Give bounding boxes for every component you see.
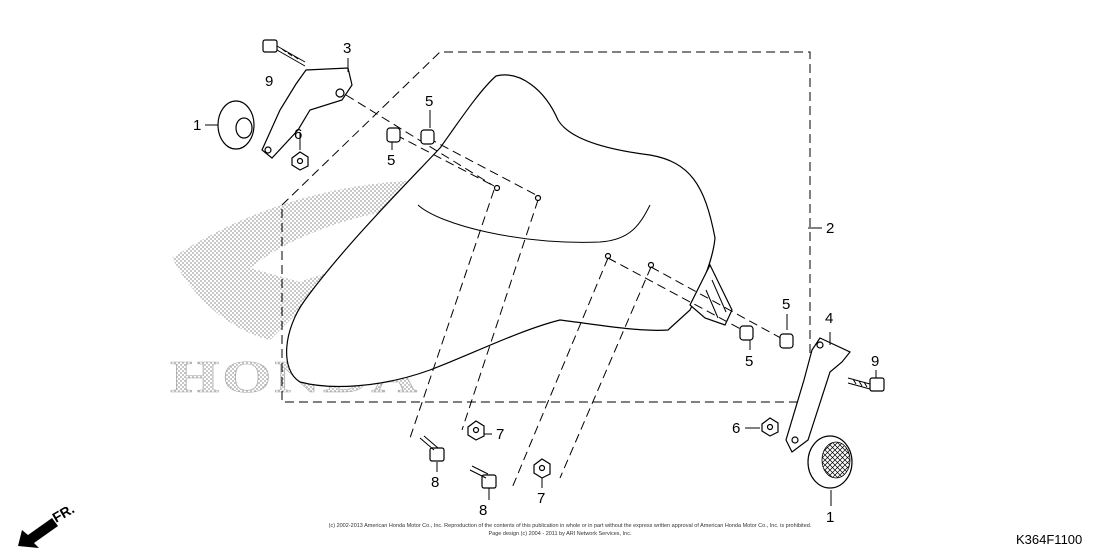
front-fender (286, 74, 733, 388)
honda-wing-icon (172, 180, 430, 340)
callout-9-right: 9 (871, 353, 879, 370)
mounting-hole (493, 184, 501, 192)
cap-left (217, 100, 255, 150)
callout-8-a: 8 (431, 474, 439, 491)
mounting-hole (534, 194, 542, 202)
assembly-boundary (281, 51, 811, 403)
callout-8-b: 8 (479, 502, 487, 519)
callout-7-a: 7 (496, 426, 504, 443)
copyright-line-2: Page design (c) 2004 - 2011 by ARI Netwo… (489, 531, 632, 537)
callout-7-b: 7 (537, 490, 545, 507)
installation-guides (345, 94, 789, 489)
callout-5-a: 5 (425, 93, 433, 110)
callout-6-left: 6 (294, 126, 302, 143)
reflector-right (807, 435, 853, 489)
front-fender-crease (417, 204, 651, 243)
bolt-8-right (469, 465, 497, 489)
bolt-9-left (262, 39, 306, 67)
arrow-left-down-icon (18, 518, 58, 548)
callout-1-left: 1 (193, 117, 201, 134)
mounting-hole (647, 261, 655, 269)
callout-1-right: 1 (826, 509, 834, 526)
diagram-code: K364F1100 (1016, 532, 1082, 547)
bolt-9-right (847, 377, 885, 392)
nut-6-right (761, 417, 779, 437)
callouts: 1 1 2 3 4 5 5 5 5 6 6 7 7 8 8 9 9 (193, 40, 879, 526)
nut-7-bottom (533, 458, 551, 479)
callout-6-right: 6 (732, 420, 740, 437)
front-direction-marker: FR. (18, 500, 77, 548)
nut-6-left (291, 151, 309, 171)
callout-2: 2 (826, 220, 834, 237)
nut-7-top (467, 420, 485, 441)
front-fender-body (286, 74, 716, 388)
bracket-right (785, 337, 851, 453)
front-fender-rear-flap (689, 263, 733, 326)
copyright-line-1: (c) 2002-2013 American Honda Motor Co., … (329, 523, 812, 529)
callout-4: 4 (825, 310, 833, 327)
callout-3: 3 (343, 40, 351, 57)
callout-5-d: 5 (745, 353, 753, 370)
leader-lines (205, 58, 877, 506)
mounting-hole (604, 252, 612, 260)
callout-5-c: 5 (782, 296, 790, 313)
callout-9-left: 9 (265, 73, 273, 90)
collar-5 (386, 127, 794, 349)
bolt-8-left (419, 435, 445, 462)
callout-5-b: 5 (387, 152, 395, 169)
bracket-left (261, 67, 353, 159)
